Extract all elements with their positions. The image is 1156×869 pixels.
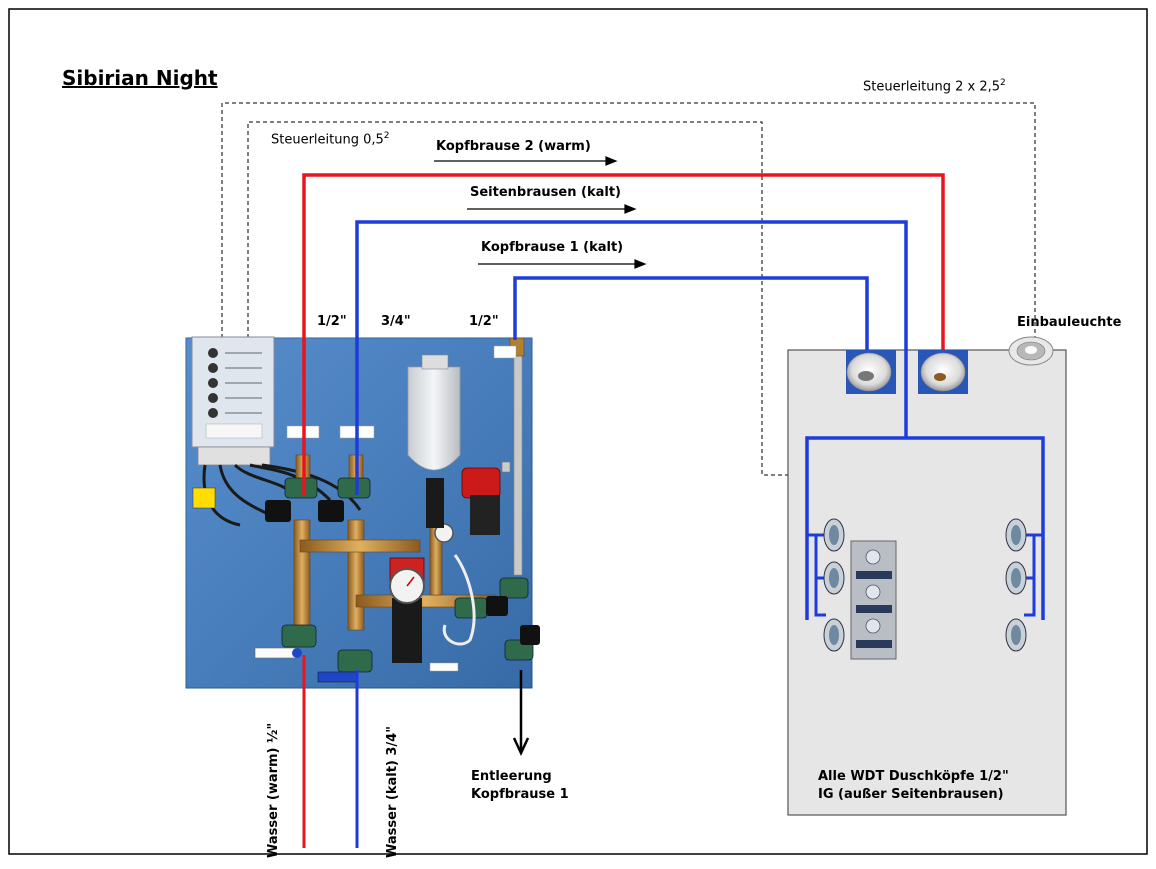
cold-line-kopfbrause-1 [513, 276, 869, 352]
label-size-warm: 1/2" [317, 314, 347, 329]
side-distribution-right [906, 436, 1045, 620]
control-line-05 [247, 121, 871, 540]
ball-valve-handles [254, 647, 359, 683]
label-einbauleuchte: Einbauleuchte [1017, 315, 1122, 330]
label-ig-ausser: IG (außer Seitenbrausen) [818, 787, 1004, 802]
shower-head-icon [918, 350, 968, 394]
label-entleerung-kopfbrause: Kopfbrause 1 [471, 787, 569, 802]
hose [442, 554, 476, 646]
steuerleitung-2x25-sup: 2 [1000, 78, 1006, 88]
warning-sticker [192, 487, 216, 509]
pressure-gauge-icon [389, 523, 454, 604]
drain-arrow [512, 670, 530, 756]
solenoid-coils [265, 500, 540, 645]
warm-line-kopfbrause-2 [302, 173, 945, 495]
label-size-cold: 3/4" [381, 314, 411, 329]
label-kopfbrause-2: Kopfbrause 2 (warm) [436, 139, 591, 154]
label-size-kopf1: 1/2" [469, 314, 499, 329]
label-alle-duschkoepfe: Alle WDT Duschköpfe 1/2" [818, 769, 1009, 784]
label-kopfbrause-1: Kopfbrause 1 (kalt) [481, 240, 624, 255]
solenoid-valve-icon [281, 477, 534, 673]
side-left-branch [807, 533, 826, 617]
cables [202, 463, 362, 527]
label-steuerleitung-05: Steuerleitung 0,52 [271, 131, 390, 147]
label-entleerung: Entleerung [471, 769, 552, 784]
dosing-tank-icon [407, 354, 461, 528]
label-wasser-kalt: Wasser (kalt) 3/4" [385, 726, 400, 858]
page-border [8, 8, 1148, 855]
shower-head-icon [846, 350, 896, 394]
steuerleitung-05-sup: 2 [383, 131, 390, 141]
control-line-2x25 [221, 102, 1036, 338]
label-wasser-warm: Wasser (warm) ½" [266, 722, 281, 858]
dosing-pump-icon [461, 461, 511, 535]
side-right-branch [1024, 533, 1043, 617]
label-steuerleitung-2x25: Steuerleitung 2 x 2,52 [863, 78, 1006, 94]
cold-line-seitenbrausen [355, 220, 908, 495]
steuerleitung-2x25-text: Steuerleitung 2 x 2,5 [863, 79, 1001, 95]
control-box-icon [191, 336, 275, 466]
side-distribution-left [805, 436, 906, 620]
control-panel-icon [850, 540, 897, 660]
flow-arrows [434, 156, 647, 269]
label-seitenbrausen: Seitenbrausen (kalt) [470, 185, 621, 200]
recessed-light-icon [1008, 336, 1054, 366]
page-title: Sibirian Night [62, 66, 218, 90]
steuerleitung-05-text: Steuerleitung 0,5 [271, 132, 384, 148]
